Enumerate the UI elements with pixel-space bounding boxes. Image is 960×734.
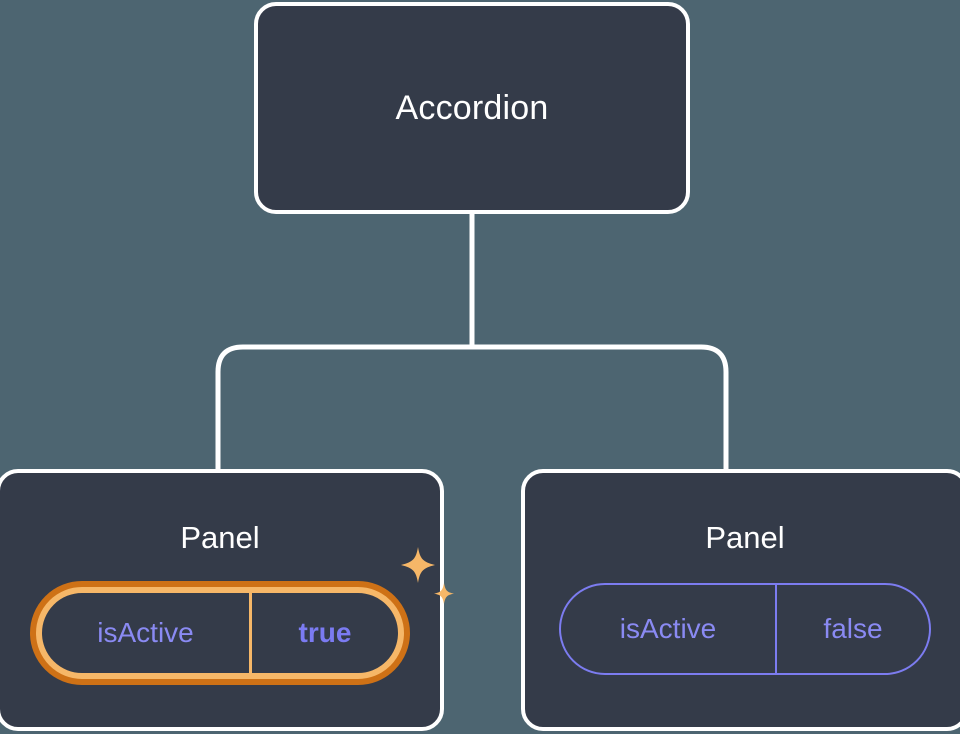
prop-key-cell: isActive bbox=[42, 593, 252, 673]
prop-pill-isactive-true-wrap: isActive true bbox=[30, 547, 454, 685]
node-panel-active-title: Panel bbox=[180, 520, 260, 555]
node-accordion[interactable]: Accordion bbox=[254, 2, 690, 214]
prop-value-label: false bbox=[823, 613, 883, 644]
sparkles-icon bbox=[401, 547, 454, 604]
prop-value-label: true bbox=[298, 617, 352, 648]
prop-pill-isactive-false[interactable]: isActive false bbox=[559, 583, 931, 675]
prop-value-cell: false bbox=[777, 585, 929, 673]
prop-pill-isactive-true[interactable]: isActive true bbox=[30, 581, 410, 685]
prop-key-label: isActive bbox=[619, 613, 717, 644]
node-panel-inactive-title: Panel bbox=[705, 520, 785, 555]
node-panel-inactive[interactable]: Panel isActive false bbox=[521, 469, 960, 731]
node-panel-active[interactable]: Panel isActive true bbox=[0, 469, 454, 731]
prop-key-label: isActive bbox=[97, 617, 194, 648]
prop-value-cell: true bbox=[252, 593, 398, 673]
connector-branch-bus bbox=[215, 344, 729, 469]
node-accordion-title: Accordion bbox=[395, 89, 549, 127]
prop-pill-inner: isActive true bbox=[36, 587, 404, 679]
prop-key-cell: isActive bbox=[561, 585, 777, 673]
